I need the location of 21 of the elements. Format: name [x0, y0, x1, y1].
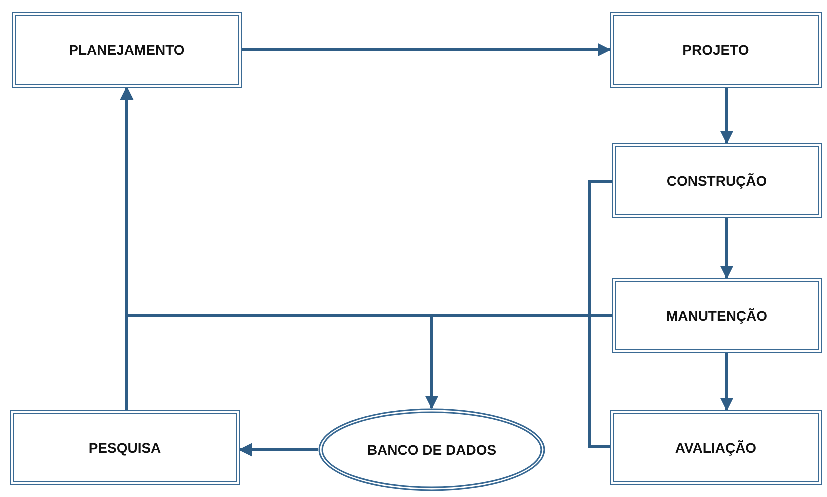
- connector-line: [588, 180, 612, 448]
- arrow: [242, 43, 612, 57]
- box-label: MANUTENÇÃO: [666, 308, 768, 324]
- process-box: [610, 410, 822, 485]
- box-label: PLANEJAMENTO: [69, 42, 185, 58]
- database-ellipse: [318, 408, 546, 492]
- arrow: [238, 443, 318, 457]
- box-label: PROJETO: [682, 42, 750, 58]
- arrow: [720, 218, 734, 280]
- process-box: [612, 143, 822, 218]
- box-label: PESQUISA: [88, 440, 162, 456]
- process-box: [12, 12, 242, 88]
- box-label: CONSTRUÇÃO: [666, 172, 768, 188]
- process-box: [10, 410, 240, 485]
- arrow: [720, 88, 734, 144]
- process-box: [610, 12, 822, 88]
- box-label: AVALIAÇÃO: [675, 440, 757, 456]
- box-label: BANCO DE DADOS: [367, 442, 497, 458]
- process-box: [612, 278, 822, 353]
- arrow: [425, 314, 612, 410]
- arrow: [720, 353, 734, 412]
